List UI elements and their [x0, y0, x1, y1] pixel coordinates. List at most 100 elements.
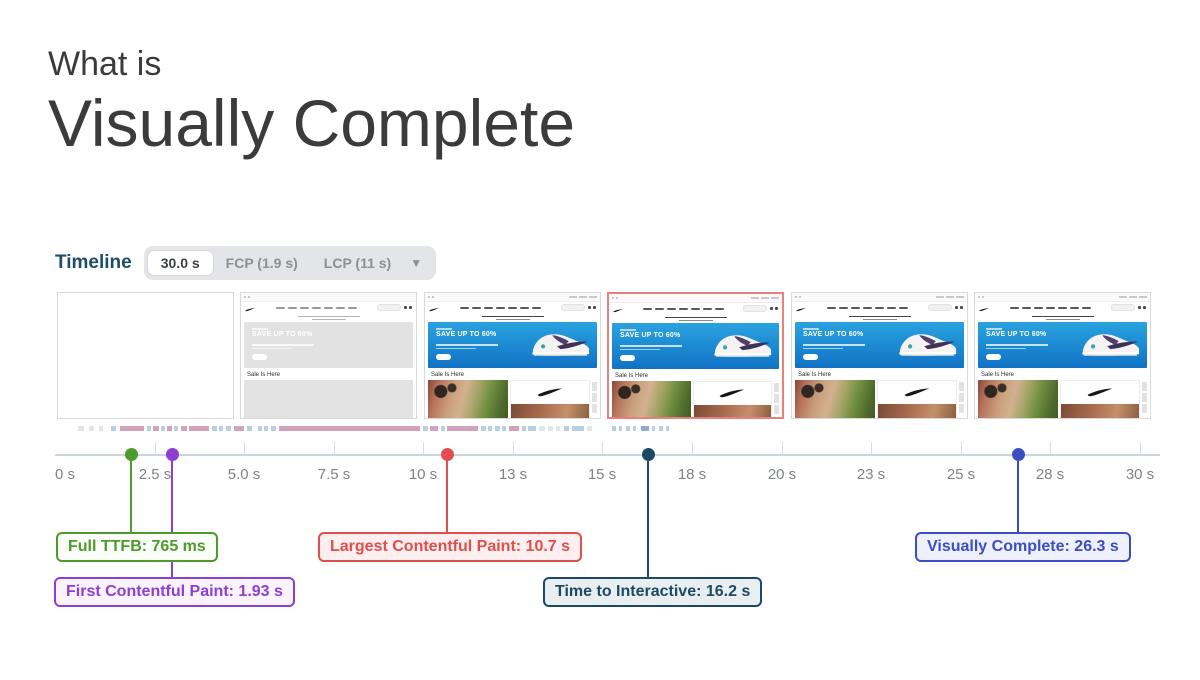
- request-bar: [666, 426, 669, 431]
- heading: What is Visually Complete: [48, 44, 575, 158]
- people-image: [693, 405, 771, 417]
- scroll-rail: [1142, 380, 1147, 418]
- tab-lcp[interactable]: LCP (11 s): [323, 255, 392, 271]
- chrome-link: [589, 296, 597, 298]
- search-input: [377, 304, 401, 311]
- marker-line-vc: [1017, 455, 1019, 532]
- wishlist-icon: [1138, 306, 1141, 309]
- hero-subline: [252, 347, 292, 349]
- filmstrip-frame-1[interactable]: [57, 292, 234, 419]
- chrome-link: [569, 296, 577, 298]
- filmstrip-frame-6[interactable]: SAVE UP TO 60% Sale Is Here: [974, 292, 1151, 419]
- nike-swoosh-icon: [1087, 388, 1113, 397]
- browser-chrome: [241, 293, 416, 302]
- scroll-rail: [774, 381, 779, 417]
- chrome-link: [751, 297, 759, 299]
- filmstrip-frame-2[interactable]: SAVE UP TO 60%Sale Is Here: [240, 292, 417, 419]
- section-label: Sale Is Here: [615, 373, 649, 379]
- nav-link: [1057, 306, 1067, 309]
- page-title: Visually Complete: [48, 85, 576, 160]
- nav-link: [862, 306, 872, 309]
- people-image: [1060, 404, 1139, 418]
- wishlist-icon: [955, 306, 958, 309]
- nav-link: [531, 306, 541, 309]
- nav-link: [838, 306, 848, 309]
- rail-block: [774, 405, 779, 414]
- chrome-link: [936, 296, 944, 298]
- request-bar: [226, 426, 231, 431]
- rail-block: [774, 383, 779, 392]
- hero-subline: [436, 344, 498, 346]
- section-label: Sale Is Here: [981, 372, 1015, 378]
- site-navbar: [975, 302, 1150, 313]
- axis-label: 28 s: [1035, 466, 1065, 483]
- hero-subline: [986, 344, 1048, 346]
- tab-fcp[interactable]: FCP (1.9 s): [225, 255, 298, 271]
- request-bar: [234, 426, 244, 431]
- marker-dot-vc: [1011, 448, 1025, 461]
- nav-link: [702, 307, 712, 310]
- request-bar: [587, 426, 592, 431]
- request-bar: [502, 426, 506, 431]
- request-bar: [181, 426, 187, 431]
- sneaker-image: [714, 335, 772, 358]
- rail-block: [1142, 382, 1147, 391]
- nav-link: [666, 307, 676, 310]
- axis-label: 23 s: [856, 466, 886, 483]
- product-row: [978, 380, 1147, 418]
- content-placeholder: [244, 380, 413, 418]
- hero-subline: [252, 344, 314, 346]
- chevron-down-icon[interactable]: ▼: [410, 256, 423, 270]
- nav-link: [898, 306, 908, 309]
- chrome-link: [956, 296, 964, 298]
- request-bar: [430, 426, 438, 431]
- wishlist-icon: [770, 307, 773, 310]
- chrome-link: [761, 297, 769, 299]
- filmstrip-frame-5[interactable]: SAVE UP TO 60%Sale Is Here: [791, 292, 968, 419]
- filmstrip-frame-4[interactable]: SAVE UP TO 60%Sale Is Here: [607, 292, 784, 419]
- nike-swoosh-icon: [979, 308, 989, 312]
- hero-banner: SAVE UP TO 60%: [244, 322, 413, 368]
- window-dot-icon: [244, 296, 246, 298]
- axis-label: 10 s: [408, 466, 438, 483]
- section-label: Sale Is Here: [431, 372, 465, 378]
- axis-label: 18 s: [677, 466, 707, 483]
- site-logo: [245, 299, 255, 317]
- nike-swoosh-icon: [429, 308, 439, 312]
- promo-banner: [975, 313, 1150, 322]
- chrome-link: [1139, 296, 1147, 298]
- hero-subline: [620, 348, 660, 350]
- request-bar: [528, 426, 536, 431]
- tab-duration[interactable]: 30.0 s: [147, 251, 213, 275]
- request-bar: [89, 426, 94, 431]
- product-image-left: [428, 380, 508, 418]
- request-bar: [120, 426, 144, 431]
- nav-link: [483, 306, 493, 309]
- swoosh-card: [1060, 381, 1139, 404]
- marker-line-fcp: [171, 455, 173, 577]
- hero-cta-button: [620, 355, 635, 361]
- window-dot-icon: [428, 296, 430, 298]
- promo-line: [297, 315, 360, 317]
- marker-line-ttfb: [130, 455, 132, 532]
- nav-link: [1069, 306, 1079, 309]
- hero-headline: SAVE UP TO 60%: [252, 331, 313, 338]
- promo-line: [678, 319, 713, 321]
- timeline-controls: Timeline 30.0 s FCP (1.9 s) LCP (11 s) ▼: [55, 246, 437, 280]
- title-kicker: What is: [48, 45, 162, 83]
- chrome-link: [771, 297, 779, 299]
- hero-eyebrow: [436, 328, 452, 330]
- nav-link: [714, 307, 724, 310]
- search-input: [561, 304, 585, 311]
- hero-cta-button: [252, 354, 267, 360]
- window-dot-icon: [616, 297, 618, 299]
- hero-headline: SAVE UP TO 60%: [986, 331, 1047, 338]
- search-input: [928, 304, 952, 311]
- hero-banner: SAVE UP TO 60%: [795, 322, 964, 368]
- request-bar: [247, 426, 252, 431]
- rail-block: [774, 394, 779, 403]
- promo-line: [311, 318, 346, 320]
- filmstrip-frame-3[interactable]: SAVE UP TO 60%Sale Is Here: [424, 292, 601, 419]
- request-bar: [564, 426, 569, 431]
- chrome-links: [569, 296, 597, 298]
